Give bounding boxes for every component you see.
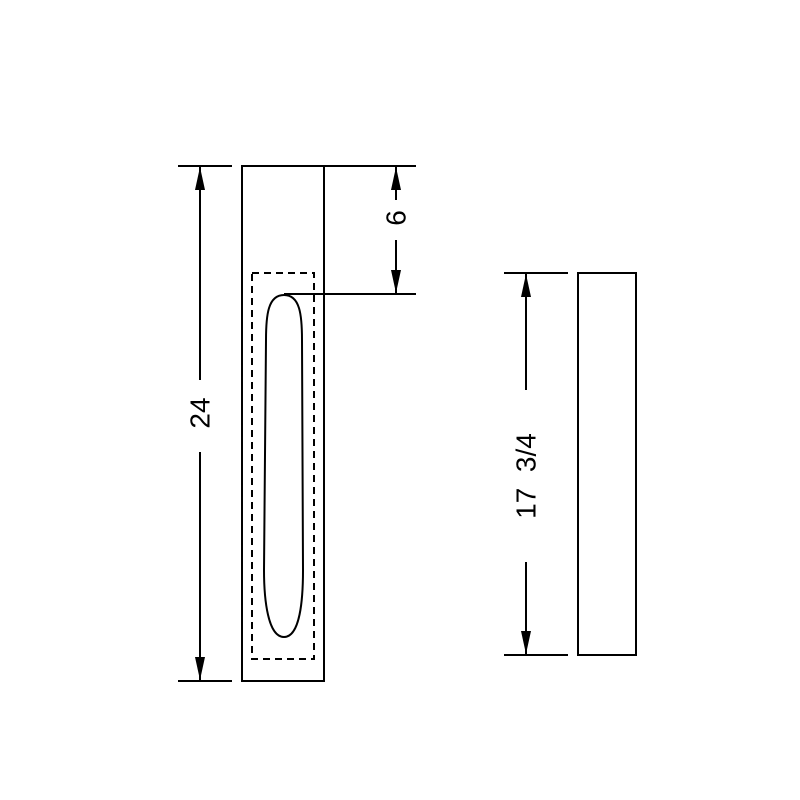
top-offset-dimension: 6 [284, 165, 416, 295]
side-height-dimension: 17 3/4 [504, 272, 568, 656]
arrowhead-down [521, 631, 531, 654]
top-offset-label: 6 [381, 210, 412, 226]
overall-height-label: 24 [185, 397, 216, 428]
arrowhead-down [195, 657, 205, 680]
front-view-outline [241, 165, 325, 682]
side-view-outline [577, 272, 637, 656]
side-view [577, 272, 637, 656]
arrowhead-up [521, 274, 531, 297]
arrowhead-down [391, 270, 401, 293]
side-height-label: 17 3/4 [511, 433, 542, 519]
arrowhead-up [195, 167, 205, 190]
recess-dashed-outline [251, 272, 315, 660]
grip-slot [262, 293, 305, 639]
overall-height-dimension: 24 [178, 165, 232, 682]
front-view [241, 165, 325, 682]
arrowhead-up [391, 167, 401, 190]
